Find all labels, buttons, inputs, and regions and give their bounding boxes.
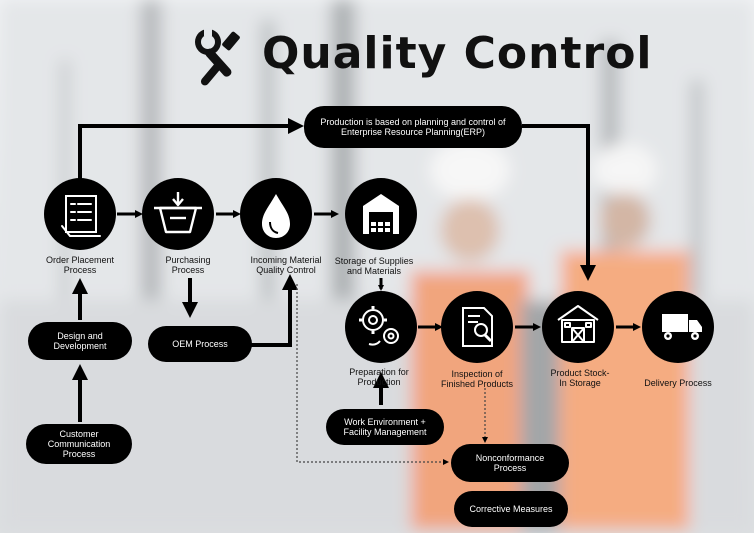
- checklist-icon: [61, 195, 101, 237]
- node-purchasing: [142, 178, 214, 250]
- truck-icon: [662, 314, 702, 340]
- title-block: Quality Control: [190, 22, 652, 92]
- dotted-incoming-to-nonconformance: [296, 284, 449, 465]
- label-incoming-material: Incoming Material Quality Control: [250, 255, 322, 275]
- erp-banner-line1: Production is based on planning and cont…: [320, 117, 506, 127]
- pill-customer-communication: Customer Communication Process: [26, 424, 132, 464]
- pill-design-development: Design and Development: [28, 322, 132, 360]
- barn-icon: [557, 305, 599, 343]
- document-inspect-icon: [462, 307, 493, 347]
- label-storage: Storage of Supplies and Materials: [334, 256, 414, 276]
- label-product-stock: Product Stock- In Storage: [550, 368, 610, 388]
- pill-corrective-measures: Corrective Measures: [454, 491, 568, 527]
- page-title: Quality Control: [262, 28, 653, 79]
- basket-icon: [154, 192, 202, 234]
- node-inspection: [441, 291, 513, 363]
- label-inspection: Inspection of Finished Products: [440, 369, 514, 389]
- arrow-oem-to-incoming: [250, 274, 298, 347]
- label-delivery: Delivery Process: [644, 378, 712, 388]
- pill-work-environment: Work Environment + Facility Management: [326, 409, 444, 445]
- erp-banner-line2: Enterprise Resource Planning(ERP): [340, 127, 486, 137]
- erp-banner: Production is based on planning and cont…: [304, 106, 522, 148]
- label-preparation: Preparation for Production: [349, 367, 409, 387]
- label-order-placement: Order Placement Process: [45, 255, 115, 275]
- drop-icon: [262, 194, 290, 238]
- tools-icon: [195, 28, 240, 86]
- erp-connector: [78, 118, 596, 281]
- node-order-placement: [44, 178, 116, 250]
- gears-icon: [359, 306, 399, 346]
- warehouse-icon: [363, 194, 399, 234]
- pill-nonconformance: Nonconformance Process: [451, 444, 569, 482]
- pill-oem-process: OEM Process: [148, 326, 252, 362]
- label-purchasing: Purchasing Process: [165, 255, 211, 275]
